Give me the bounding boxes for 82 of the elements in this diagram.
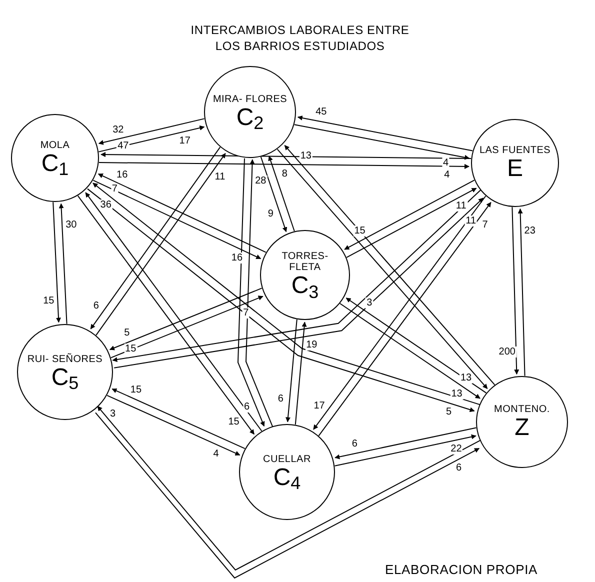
district-code: C$_{5}$ xyxy=(51,364,79,390)
district-code: C$_{1}$ xyxy=(41,150,69,176)
edge-label: 200 xyxy=(498,346,516,358)
arrow xyxy=(98,126,205,152)
edge-label: 6 xyxy=(243,401,251,412)
arrow xyxy=(260,156,288,232)
edge-label: 7 xyxy=(242,307,250,318)
edge-label: 11 xyxy=(464,216,478,227)
edge-label: 45 xyxy=(314,106,328,118)
arrow xyxy=(106,394,240,456)
arrow xyxy=(109,288,262,350)
edge-label: 16 xyxy=(230,252,244,264)
district-name: LAS FUENTES xyxy=(478,144,552,156)
arrow xyxy=(100,152,472,159)
arrow xyxy=(112,388,246,450)
edge-label: 15 xyxy=(353,226,366,237)
edge-label: 32 xyxy=(112,124,125,136)
edge-label: 4 xyxy=(442,157,450,168)
arrow xyxy=(286,318,298,422)
arrow xyxy=(98,173,266,253)
arrow xyxy=(346,298,487,394)
arrow xyxy=(334,427,477,460)
district-name: TORRES- FLETA xyxy=(280,251,330,273)
edge-label: 11 xyxy=(454,200,468,212)
district-name: MIRA- FLORES xyxy=(212,94,288,104)
district-name: MOLA xyxy=(39,140,71,150)
edge-label: 16 xyxy=(116,170,129,181)
edge-label: 7 xyxy=(110,183,118,194)
arrow xyxy=(268,156,295,232)
arrow xyxy=(98,118,205,145)
edge-label: 3 xyxy=(366,297,374,308)
edge-label: 15 xyxy=(42,295,56,306)
edge-label: 5 xyxy=(123,327,131,338)
caption: ELABORACION PROPIA xyxy=(385,562,538,578)
arrow xyxy=(512,206,520,375)
district-name: MONTENO. xyxy=(493,404,551,414)
edge-label: 8 xyxy=(280,168,288,180)
arrow xyxy=(58,203,68,324)
edge-label: 6 xyxy=(350,438,358,450)
arrow xyxy=(294,124,470,160)
district-code: C$_{2}$ xyxy=(236,104,264,130)
edge-label: 6 xyxy=(276,394,284,405)
edge-label: 23 xyxy=(523,225,536,236)
district-code: E xyxy=(506,156,523,182)
edge-label: 6 xyxy=(454,462,462,474)
edge-label: 5 xyxy=(445,406,453,418)
arrow xyxy=(340,303,480,399)
edge-label: 3 xyxy=(108,408,117,420)
arrow xyxy=(344,180,475,250)
edge-label: 15 xyxy=(129,384,143,396)
edge-label: 11 xyxy=(214,171,226,182)
edge-label: 13 xyxy=(450,388,464,399)
arrow xyxy=(98,162,470,169)
arrow xyxy=(334,434,476,466)
arrow xyxy=(238,158,265,427)
district-name: CUELLAR xyxy=(262,454,312,464)
edge-label: 13 xyxy=(299,150,312,162)
arrow xyxy=(518,208,526,376)
edge-label: 9 xyxy=(266,208,274,220)
edge-label: 6 xyxy=(92,300,100,312)
edge-label: 30 xyxy=(64,220,78,231)
edge-label: 13 xyxy=(459,372,473,384)
edge-label: 15 xyxy=(227,416,240,428)
arrow xyxy=(92,180,262,260)
arrow xyxy=(52,202,61,323)
edge-label: 19 xyxy=(305,339,318,350)
edge-label: 22 xyxy=(450,444,463,455)
arrow xyxy=(110,296,264,358)
edge-label: 28 xyxy=(254,175,268,186)
arrow xyxy=(346,188,477,258)
arrow xyxy=(246,159,274,428)
arrow xyxy=(294,322,307,426)
edge-label: 47 xyxy=(116,140,130,152)
arrow xyxy=(297,116,473,152)
edge-label: 15 xyxy=(124,343,138,354)
diagram-title: INTERCAMBIOS LABORALES ENTRE LOS BARRIOS ESTUDIADOS xyxy=(190,22,410,54)
district-code: C$_{4}$ xyxy=(273,464,301,490)
district-code: C$_{3}$ xyxy=(291,273,319,299)
district-code: Z xyxy=(514,414,530,440)
district-name: RUI- SEÑORES xyxy=(26,354,104,364)
edge-label: 36 xyxy=(99,199,112,210)
edge-label: 17 xyxy=(178,135,192,146)
